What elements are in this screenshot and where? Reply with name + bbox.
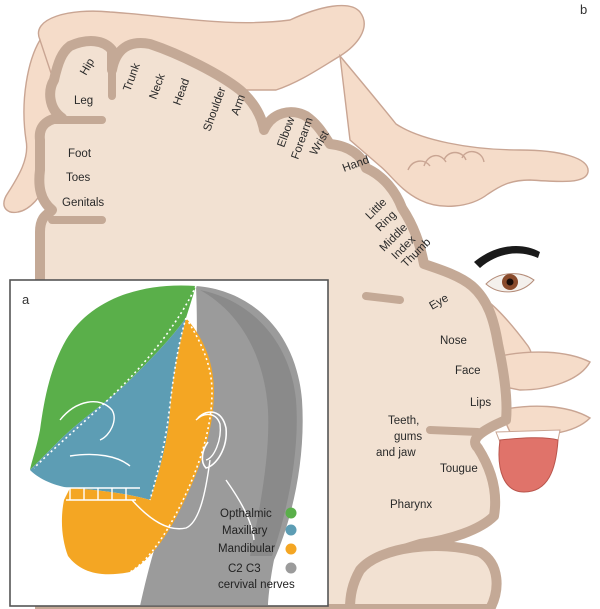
- label-teeth-3: and jaw: [376, 447, 416, 459]
- fingers-shape: [407, 151, 485, 171]
- legend-opthalmic-label: Opthalmic: [220, 508, 272, 520]
- cervical-region-dark: [200, 290, 297, 556]
- mandibular-region: [61, 318, 215, 575]
- label-foot: Foot: [68, 148, 92, 160]
- maxillary-region: [30, 318, 186, 500]
- legend: Opthalmic Maxillary Mandibular C2 C3 cer…: [218, 507, 297, 591]
- cortex-lower-lobe: [344, 541, 502, 609]
- eye-icon: [474, 246, 540, 293]
- label-genitals: Genitals: [62, 197, 104, 209]
- cortex-sulcus: [48, 46, 482, 436]
- dermatome-boundaries: [33, 285, 213, 573]
- tongue-shape: [498, 437, 559, 493]
- legend-maxillary-swatch: [285, 524, 297, 536]
- skull-lines: [59, 401, 255, 541]
- label-toes: Toes: [66, 172, 91, 184]
- label-nose: Nose: [440, 335, 467, 347]
- label-face: Face: [455, 365, 481, 377]
- panel-a: a: [9, 279, 329, 607]
- legend-mandibular-label: Mandibular: [218, 543, 275, 555]
- label-tongue: Tougue: [440, 463, 478, 475]
- legend-cervical-label-1: C2 C3: [228, 563, 261, 575]
- opthalmic-region: [30, 285, 196, 470]
- legend-cervical-swatch: [285, 562, 297, 574]
- label-teeth-1: Teeth,: [388, 415, 419, 427]
- label-pharynx: Pharynx: [390, 499, 432, 511]
- label-lips: Lips: [470, 397, 491, 409]
- panel-label-a: a: [22, 292, 30, 307]
- legend-cervical-label-2: cervival nerves: [218, 579, 295, 591]
- label-teeth-2: gums: [394, 431, 422, 443]
- ear-icon: [197, 411, 227, 469]
- arm-shape: [339, 53, 589, 207]
- legend-maxillary-label: Maxillary: [222, 525, 268, 537]
- lips-shape: [499, 351, 591, 391]
- legend-mandibular-swatch: [285, 543, 297, 555]
- label-leg: Leg: [74, 95, 93, 107]
- panel-label-b: b: [580, 2, 587, 17]
- legend-opthalmic-swatch: [285, 507, 297, 519]
